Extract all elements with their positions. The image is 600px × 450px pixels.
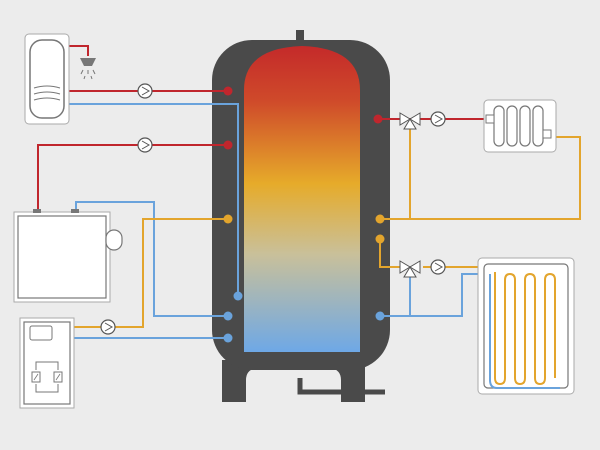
pump-icon [100,319,116,335]
pump-icon [430,111,446,127]
pump-icon [137,137,153,153]
pipe-underfloor-supply [379,239,400,268]
pump-icon [430,259,446,275]
pipe-radiator-return [380,136,581,220]
underfloor-coil-warm [494,272,556,386]
mixing-valve-icon [399,260,421,278]
underfloor-heating-icon [477,257,575,395]
pipe-underfloor-return [380,273,486,317]
pipe-cylinder-cold [68,103,239,296]
pipe-boiler-hot [37,144,228,212]
tank-fill-gradient [244,46,360,352]
boiler-icon [13,209,123,303]
cylinder-icon [24,33,70,125]
radiator-icon [483,99,557,153]
pump-icon [137,83,153,99]
shower-icon [80,58,96,80]
pipe-boiler-cold [75,201,228,317]
tank-ports [223,86,385,343]
tank-stand [222,360,385,402]
tank-top-nozzle [296,30,304,46]
controller-icon [19,317,75,409]
mixing-valve-icon [399,112,421,130]
buffer-tank [212,30,390,370]
underfloor-coil-cold [489,274,560,389]
